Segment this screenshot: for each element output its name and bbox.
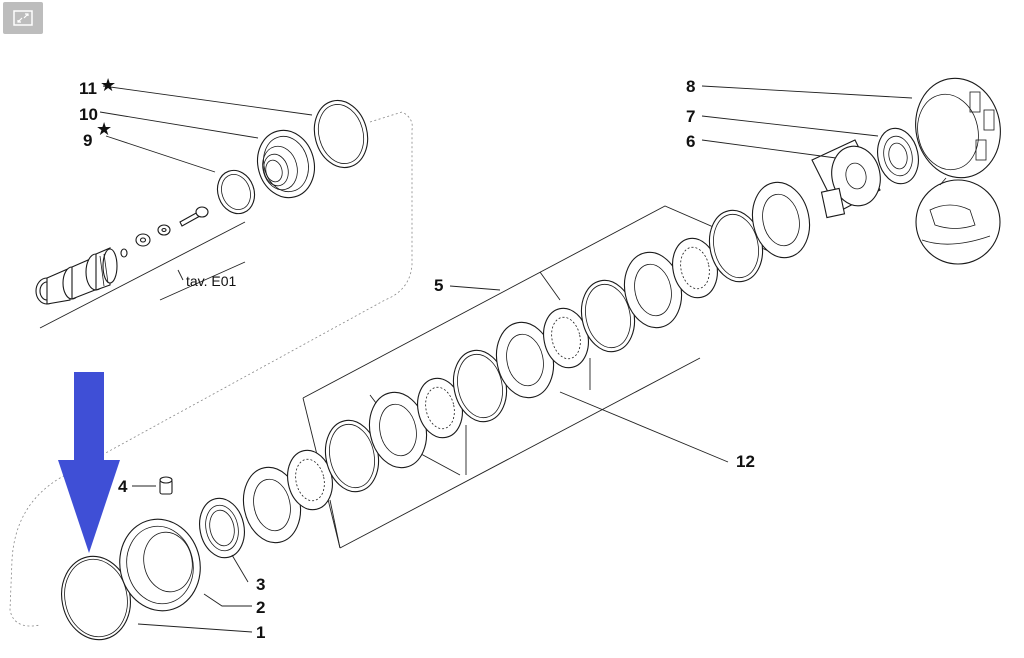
drum-8: [915, 77, 1001, 179]
steel-plate: [242, 466, 302, 544]
end-plate: [751, 181, 811, 259]
leader-10: [99, 111, 259, 139]
callout-9: 9: [83, 131, 92, 150]
callout-10: 10: [79, 105, 98, 124]
leader-8: [701, 85, 913, 99]
leader-1: [137, 623, 253, 633]
detail-zoom: [915, 177, 1001, 265]
piston-2: [119, 518, 201, 612]
leader-5: [449, 285, 501, 291]
expand-button[interactable]: [3, 2, 43, 34]
input-shaft-group: [35, 99, 369, 329]
callout-12: 12: [736, 452, 755, 471]
table-reference: tav. E01: [186, 273, 237, 289]
washer-hole: [161, 227, 167, 233]
star-marker-9: ★: [96, 119, 112, 140]
seal-ring-11: [313, 99, 369, 169]
bearing-3: [199, 497, 245, 559]
leader-3: [231, 554, 249, 583]
bearing-7: [877, 127, 919, 185]
steel-plate: [368, 391, 428, 469]
callout-11: 11: [79, 79, 97, 98]
callout-3: 3: [256, 575, 265, 594]
small-washer: [120, 248, 128, 258]
callout-7: 7: [686, 107, 695, 126]
expand-icon: [13, 10, 33, 26]
leader-7: [701, 115, 879, 137]
friction-disc: [672, 237, 718, 299]
phantom-connector: [9, 111, 413, 627]
callout-2: 2: [256, 598, 265, 617]
down-arrow: [58, 372, 120, 553]
leader-2: [203, 593, 252, 607]
callout-8: 8: [686, 77, 695, 96]
shaft: [35, 247, 118, 305]
group-frame-line: [159, 261, 246, 301]
plug-4: [159, 476, 173, 495]
star-marker-11: ★: [100, 75, 116, 96]
callout-6: 6: [686, 132, 695, 151]
leader-9: [105, 135, 216, 173]
leader-12: [559, 391, 729, 463]
leader-11: [102, 85, 313, 116]
group-frame-line: [39, 221, 246, 329]
disc-stack: [242, 181, 811, 544]
washer-hole: [139, 237, 147, 243]
leader-6: [701, 139, 837, 159]
hub-6: [811, 139, 881, 219]
callout-4: 4: [118, 477, 128, 496]
bolt: [179, 206, 209, 227]
seal-ring-9: [216, 169, 256, 215]
callout-1: 1: [256, 623, 265, 642]
bearing-10: [257, 129, 315, 199]
callout-5: 5: [434, 276, 443, 295]
steel-plate: [623, 251, 683, 329]
leader-tav: [177, 269, 184, 281]
